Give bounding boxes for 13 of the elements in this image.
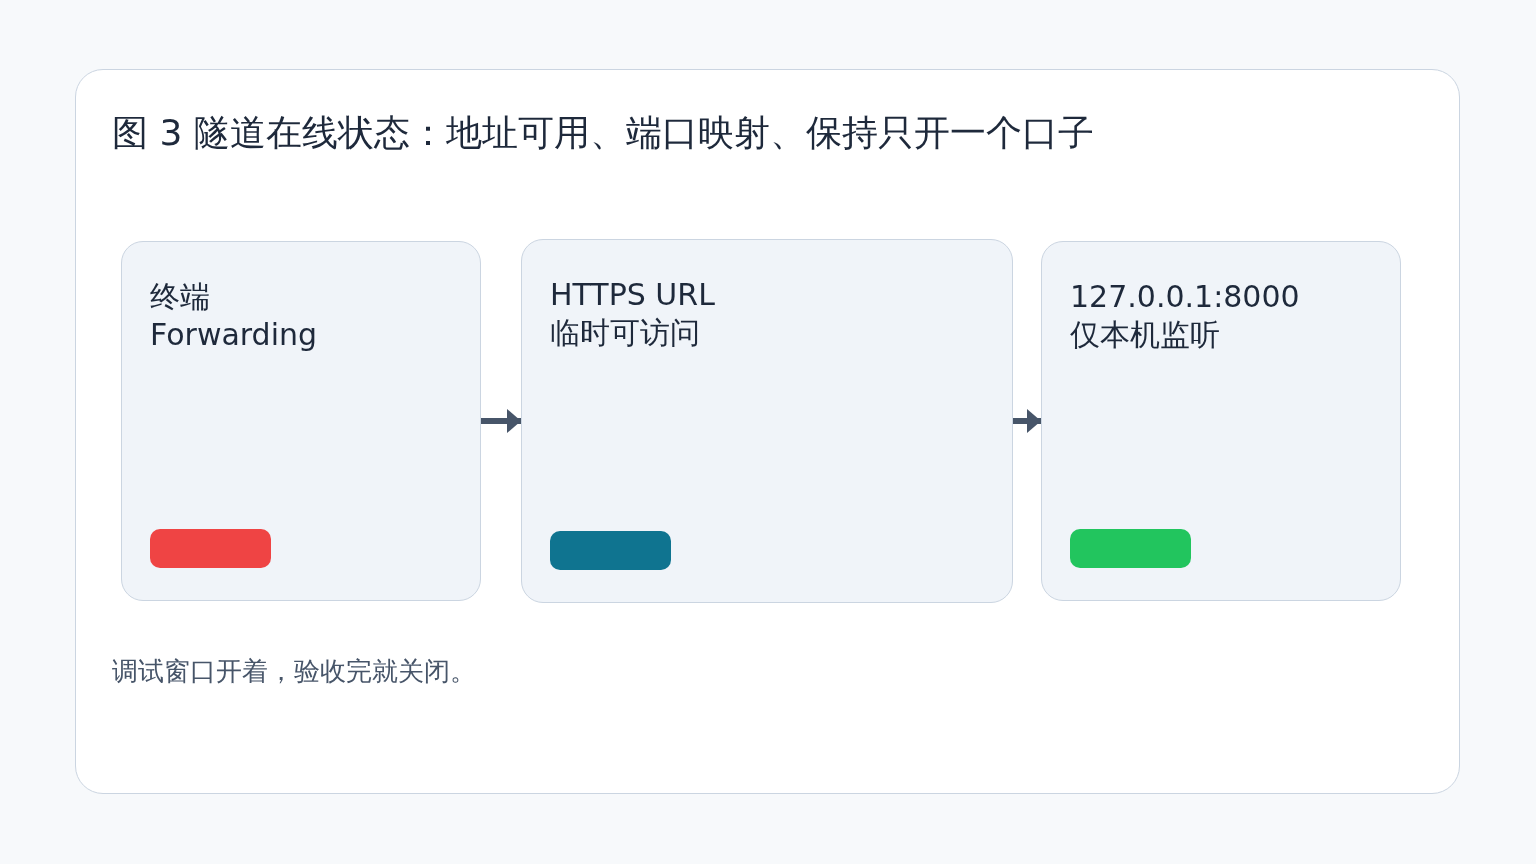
- node-title: 127.0.0.1:8000: [1070, 278, 1300, 316]
- process-box: [521, 239, 1013, 603]
- diagram-title: 图 3 隧道在线状态：地址可用、端口映射、保持只开一个口子: [112, 111, 1094, 155]
- arrow: [481, 409, 521, 433]
- node-text: Forwarding: [150, 316, 318, 354]
- note-text: 调试窗口开着，验收完就关闭。: [112, 655, 476, 688]
- process-box: [1041, 241, 1401, 601]
- node-title: 终端: [150, 278, 210, 316]
- node-text: 临时可访问: [550, 314, 700, 352]
- node-title: HTTPS URL: [550, 276, 715, 314]
- node-text: 仅本机监听: [1070, 316, 1220, 354]
- arrow: [1013, 409, 1041, 433]
- process-box: [121, 241, 481, 601]
